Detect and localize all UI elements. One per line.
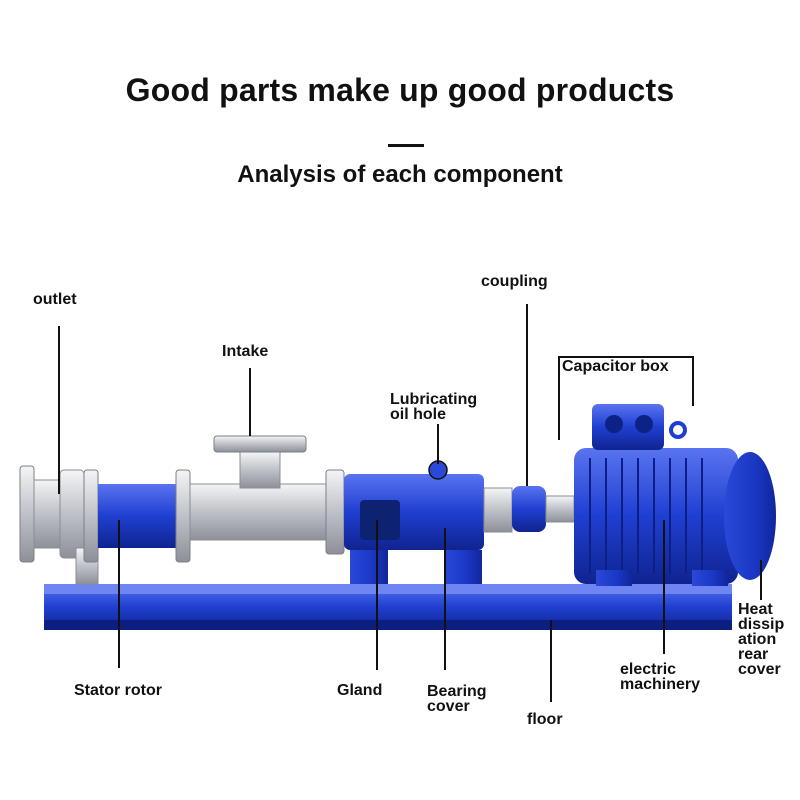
page-title: Good parts make up good products	[125, 72, 675, 108]
capacitor-leader-top	[558, 356, 694, 358]
label-gland: Gland	[337, 682, 383, 699]
floor-leader	[550, 620, 552, 702]
bearing-housing	[344, 460, 513, 584]
coupling-part	[512, 486, 575, 532]
label-floor: floor	[527, 711, 563, 728]
intake-leader	[249, 368, 251, 436]
label-outlet: outlet	[33, 291, 77, 308]
capacitor-leader-right	[692, 356, 694, 406]
motor-leader	[663, 520, 665, 654]
motor-body	[574, 404, 776, 586]
label-coupling: coupling	[481, 273, 548, 290]
capacitor-leader-left	[558, 356, 560, 440]
rear-cover-leader	[760, 560, 762, 600]
label-intake: Intake	[222, 343, 269, 360]
label-electric-machinery: electric machinery	[620, 661, 701, 693]
title-divider	[388, 144, 424, 147]
suction-chamber	[189, 435, 345, 555]
stator-sleeve	[83, 469, 191, 563]
label-lubricating-oil-hole: Lubricating oil hole	[390, 391, 478, 423]
gland-leader	[376, 520, 378, 670]
label-bearing-cover: Bearing cover	[427, 683, 487, 715]
label-stator-rotor: Stator rotor	[74, 682, 162, 699]
oil-hole-leader	[437, 424, 439, 464]
stator-leader	[118, 520, 120, 668]
outlet-leader	[58, 326, 60, 494]
floor-base	[44, 584, 732, 630]
label-heat-dissipation-rear-cover: Heat dissip ation rear cover	[738, 601, 785, 678]
label-capacitor-box: Capacitor box	[562, 358, 669, 375]
coupling-leader	[526, 304, 528, 486]
page-subtitle: Analysis of each component	[237, 161, 563, 188]
bearing-leader	[444, 528, 446, 670]
